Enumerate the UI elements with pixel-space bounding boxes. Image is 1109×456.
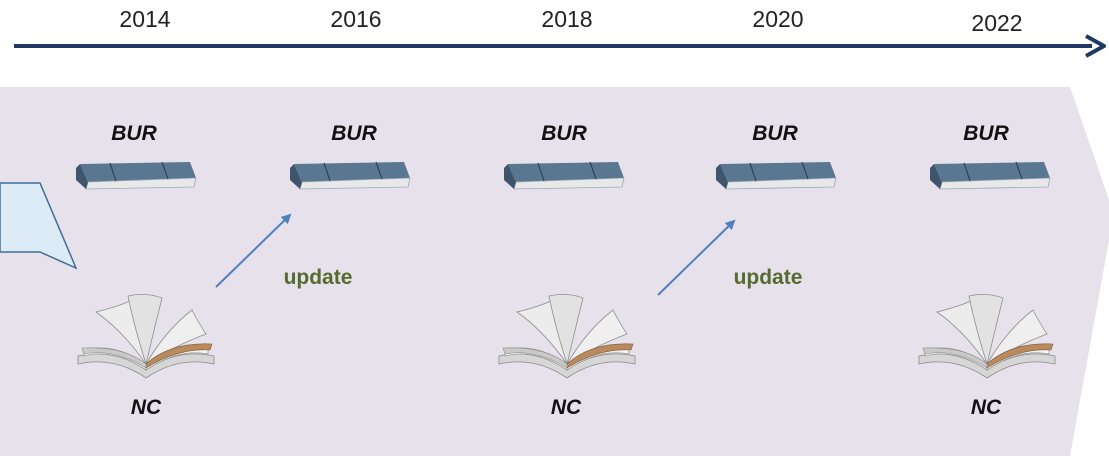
bur-label: BUR (963, 122, 1009, 145)
closed-book-icon (290, 161, 411, 190)
bur-label: BUR (331, 122, 377, 145)
nc-label: NC (130, 396, 162, 419)
nc-label: NC (970, 396, 1002, 419)
open-book-icon (498, 294, 636, 379)
closed-book-icon (504, 161, 625, 190)
timeline-arrowhead (1085, 34, 1106, 58)
closed-book-icon (716, 161, 837, 190)
year-label-2014: 2014 (119, 6, 171, 32)
bur-label: BUR (541, 122, 587, 145)
open-book-icon (77, 294, 215, 379)
year-label-2018: 2018 (541, 6, 593, 32)
callout-bubble (0, 182, 78, 270)
update-arrow-2016 (215, 213, 292, 288)
update-label: update (283, 266, 353, 289)
bur-label: BUR (752, 122, 798, 145)
nc-label: NC (550, 396, 582, 419)
open-book-icon (918, 294, 1056, 379)
year-label-2022: 2022 (971, 10, 1023, 36)
update-label: update (733, 266, 803, 289)
year-label-2020: 2020 (752, 6, 804, 32)
update-arrow-2020 (657, 219, 736, 296)
closed-book-icon (930, 161, 1051, 190)
bur-label: BUR (111, 122, 157, 145)
closed-book-icon (76, 161, 197, 190)
year-label-2016: 2016 (330, 6, 382, 32)
